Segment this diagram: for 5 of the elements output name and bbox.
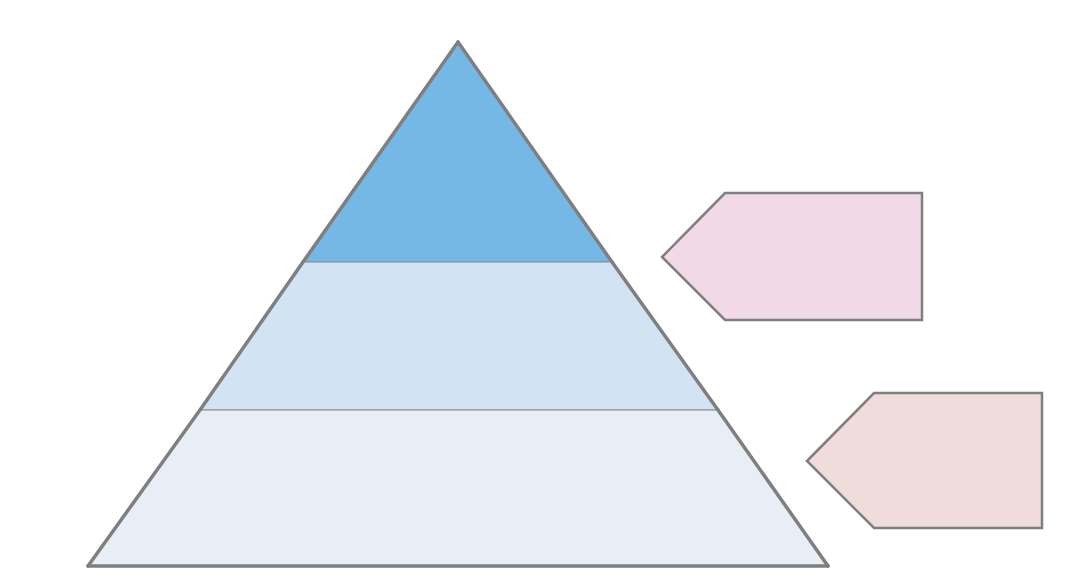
pyramid-middle-tier [200,262,718,410]
pyramid-bottom-tier [88,410,828,566]
arrow-tag [662,193,922,320]
arrow-tag [807,393,1042,528]
pyramid-top-tier [303,42,612,262]
